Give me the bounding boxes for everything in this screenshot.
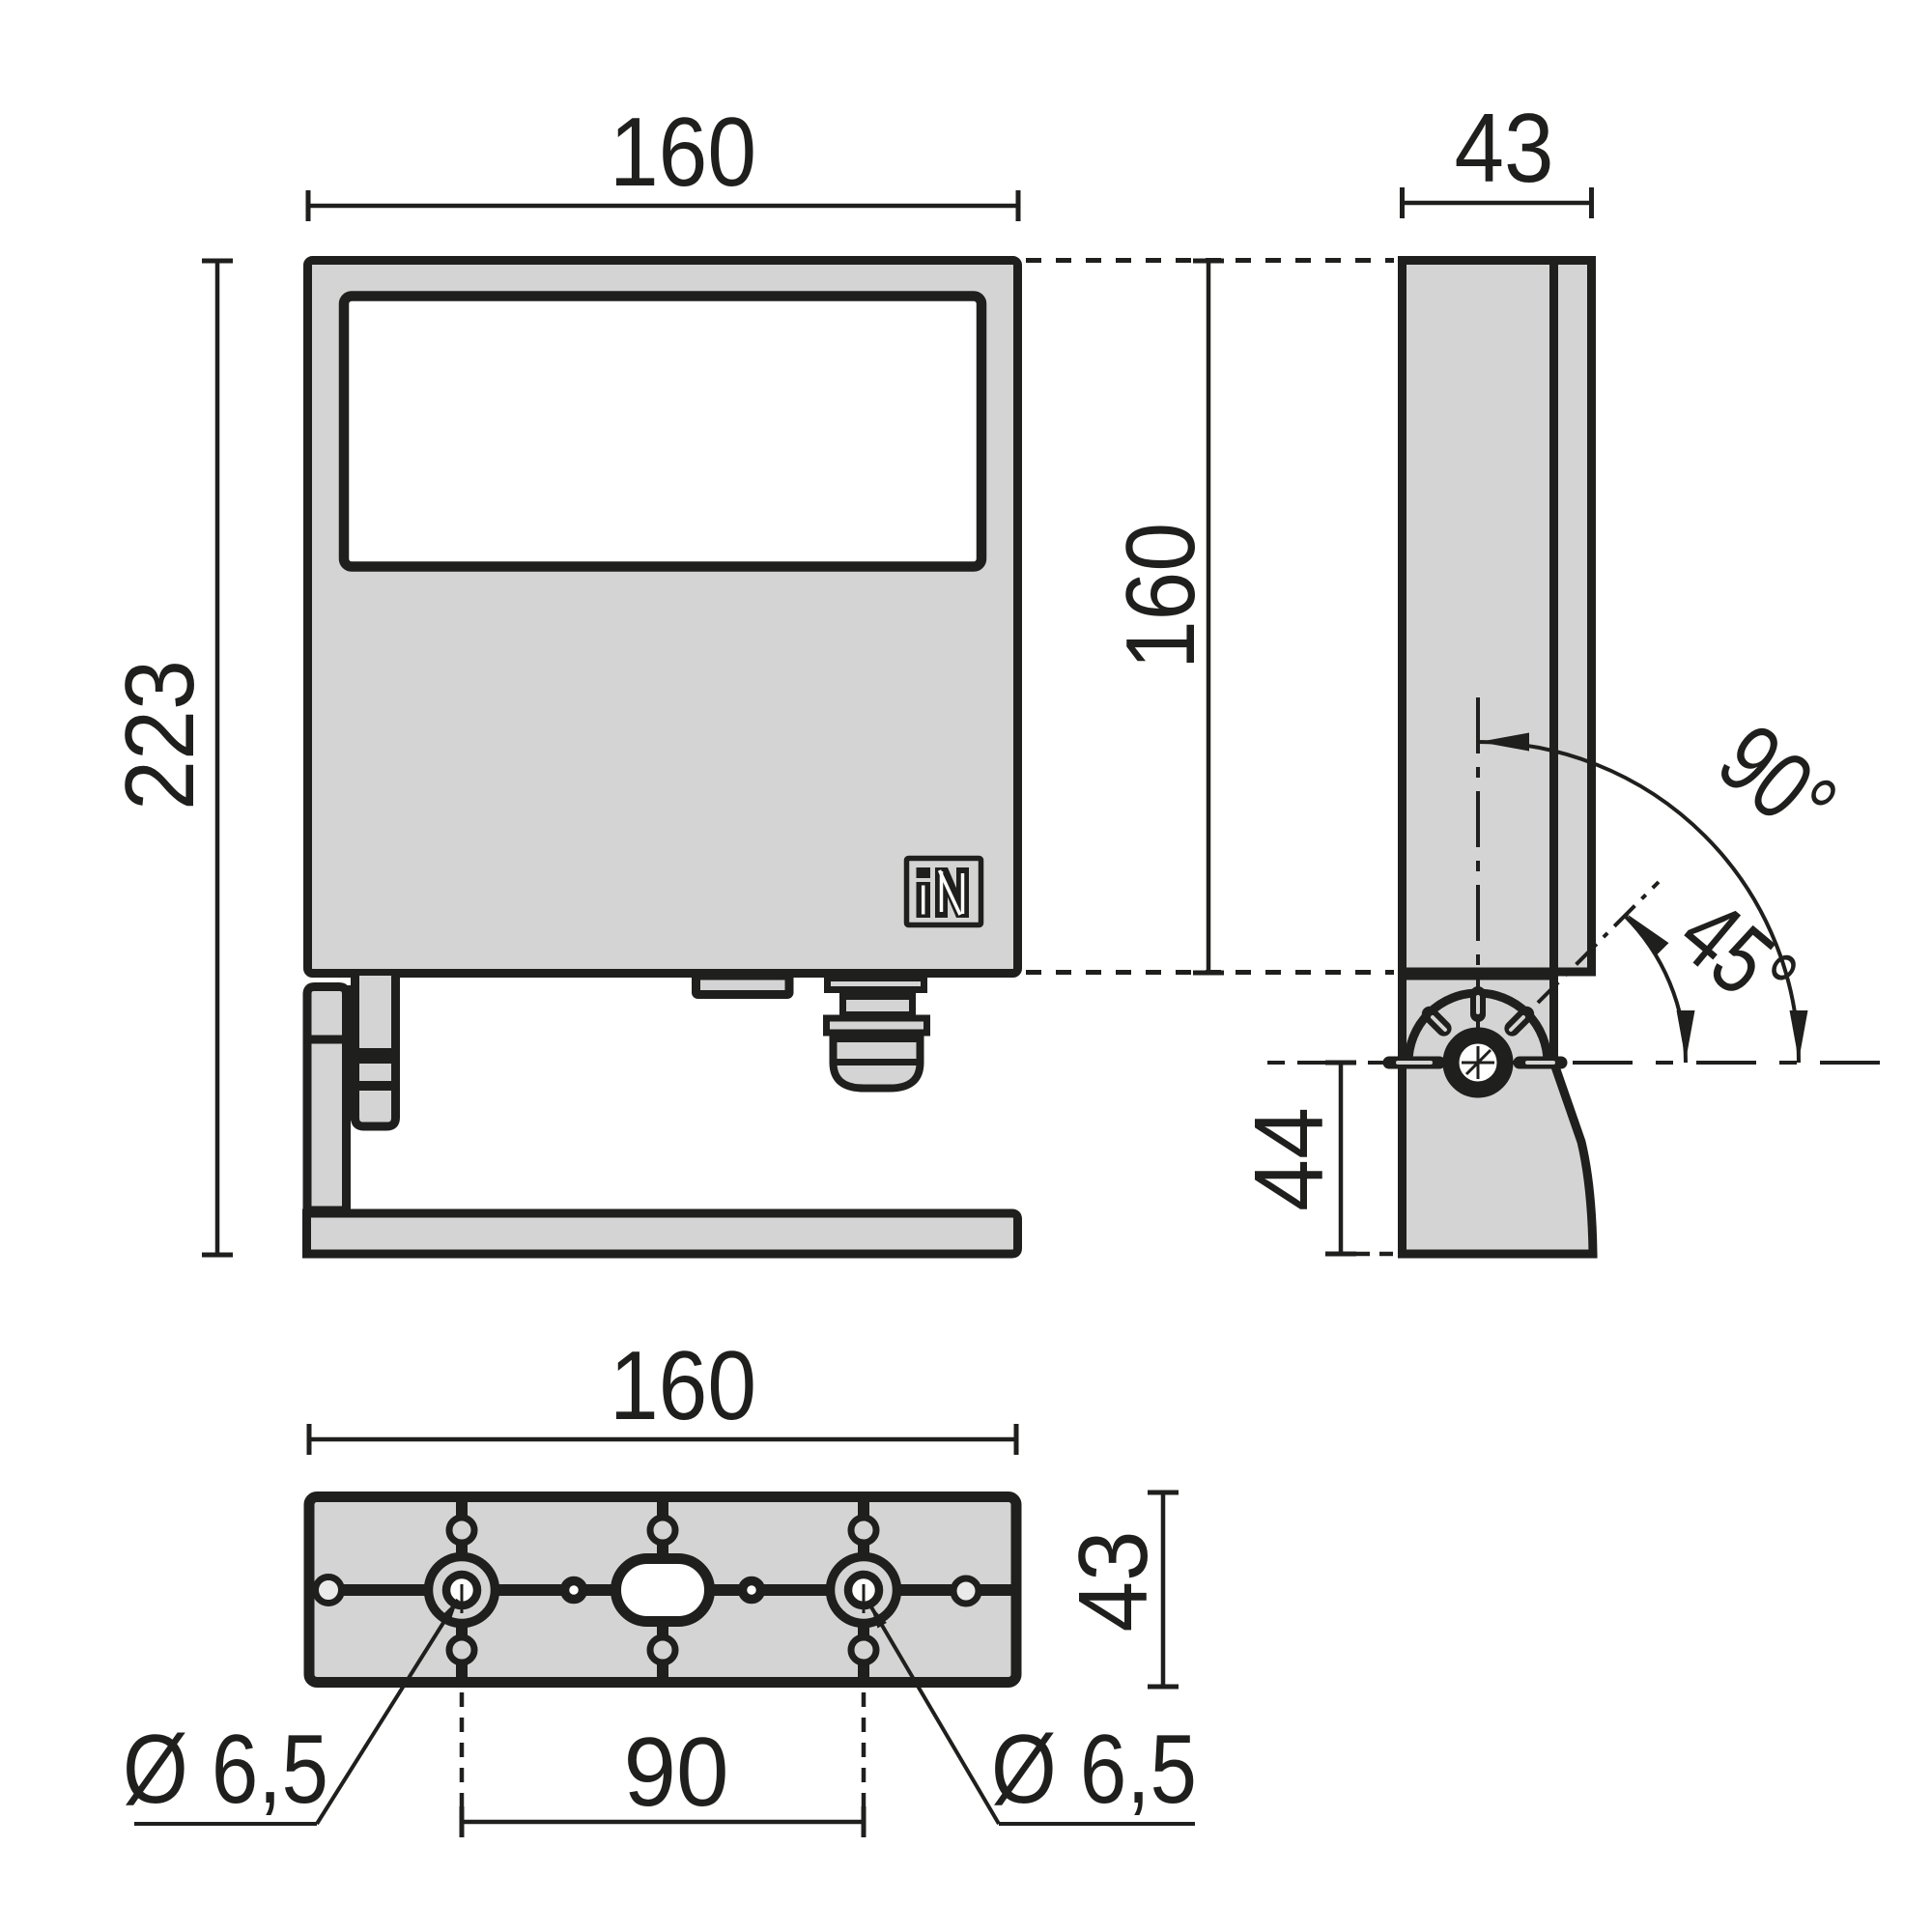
svg-text:160: 160 [1107, 523, 1215, 669]
svg-text:160: 160 [610, 99, 756, 207]
svg-text:Ø 6,5: Ø 6,5 [123, 1716, 328, 1824]
svg-text:Ø 6,5: Ø 6,5 [991, 1716, 1197, 1824]
svg-text:90: 90 [624, 1719, 729, 1827]
svg-text:43: 43 [1455, 95, 1554, 203]
svg-text:160: 160 [610, 1332, 756, 1440]
svg-text:43: 43 [1060, 1531, 1168, 1633]
svg-text:223: 223 [106, 660, 214, 810]
svg-text:44: 44 [1236, 1107, 1344, 1211]
